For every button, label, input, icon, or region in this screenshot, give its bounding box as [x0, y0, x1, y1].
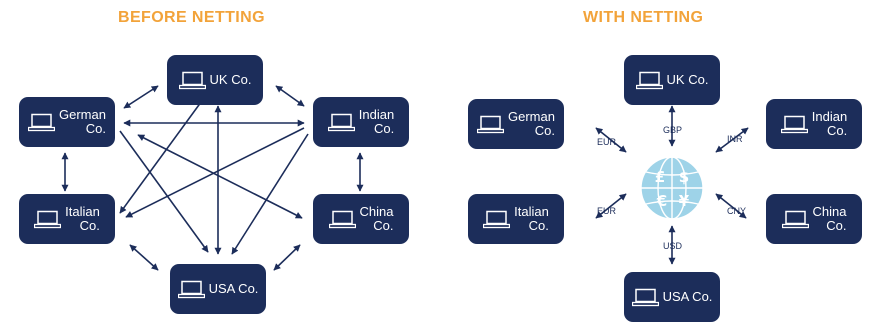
currency-inr: INR	[727, 134, 743, 144]
laptop-icon	[177, 280, 205, 298]
currency-usd: USD	[663, 241, 683, 251]
before-node-usa: USA Co.	[170, 264, 266, 314]
with-netting-title: WITH NETTING	[583, 9, 704, 26]
laptop-icon	[631, 288, 659, 306]
laptop-icon	[477, 115, 505, 133]
arrow-cny	[715, 193, 747, 219]
node-label: German	[508, 109, 555, 124]
arrow-german-china	[137, 134, 303, 219]
globe-symbol-pound: £	[655, 168, 665, 186]
node-label: Italian	[514, 204, 549, 219]
before-node-uk: UK Co.	[167, 55, 263, 105]
arrow-uk-indian	[275, 85, 305, 107]
after-node-uk: UK Co.	[624, 55, 720, 105]
node-label: Co.	[528, 218, 549, 233]
laptop-icon	[28, 113, 56, 131]
arrow-german-uk	[123, 85, 159, 109]
arrow-indian-italian	[125, 127, 305, 218]
node-label: USA Co.	[662, 289, 713, 304]
node-label: Co.	[373, 121, 395, 136]
node-label: Italian	[65, 204, 100, 219]
node-label: China	[812, 204, 847, 219]
node-label: Co.	[826, 123, 848, 138]
laptop-icon	[483, 210, 511, 228]
currency-gbp: GBP	[663, 125, 683, 135]
arrow-inr	[715, 127, 749, 153]
node-label: Co.	[79, 218, 100, 233]
node-label: USA Co.	[208, 281, 259, 296]
node-label: Co.	[826, 218, 847, 233]
currency-eur-bottom: EUR	[597, 206, 617, 216]
arrow-german-usa	[119, 130, 209, 253]
before-netting-title: BEFORE NETTING	[118, 9, 265, 26]
node-label: UK Co.	[666, 72, 709, 87]
arrow-italian-usa	[129, 244, 159, 271]
node-label: UK Co.	[209, 72, 252, 87]
arrow-eur-bottom	[595, 193, 627, 219]
currency-eur-top: EUR	[597, 137, 617, 147]
laptop-icon	[781, 210, 809, 228]
globe-symbol-dollar: $	[679, 168, 689, 186]
arrow-china-usa	[273, 244, 301, 271]
after-node-usa: USA Co.	[624, 272, 720, 322]
with-netting-arrows	[595, 105, 749, 265]
arrow-eur-top	[595, 127, 627, 153]
node-label: Co.	[373, 218, 394, 233]
laptop-icon	[34, 210, 62, 228]
globe-symbol-yen: ¥	[679, 192, 690, 210]
node-label: Indian	[358, 107, 395, 122]
node-label: Co.	[85, 121, 106, 136]
laptop-icon	[178, 71, 206, 89]
node-label: Co.	[534, 123, 555, 138]
laptop-icon	[780, 115, 808, 133]
currency-cny: CNY	[727, 206, 747, 216]
globe-symbol-euro: €	[656, 192, 667, 210]
laptop-icon	[635, 71, 663, 89]
arrow-indian-usa	[231, 133, 309, 255]
laptop-icon	[327, 113, 355, 131]
laptop-icon	[328, 210, 356, 228]
node-label: Indian	[811, 109, 848, 124]
node-label: China	[359, 204, 394, 219]
arrow-uk-italian	[119, 97, 205, 214]
globe-icon: £ $ € ¥	[640, 156, 704, 220]
node-label: German	[59, 107, 106, 122]
